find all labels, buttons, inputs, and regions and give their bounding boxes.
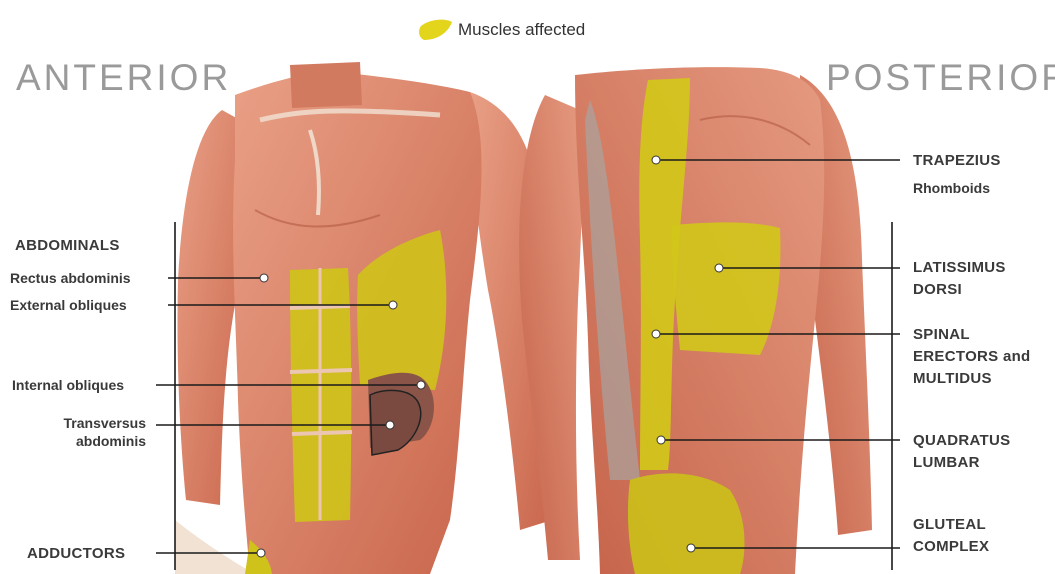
rhomboids-label: Rhomboids xyxy=(913,179,990,197)
quadratus-lumbar-label-line1: QUADRATUS xyxy=(913,432,1010,449)
rectus-abdominis-label: Rectus abdominis xyxy=(10,269,131,287)
legend-swatch xyxy=(419,20,452,40)
anterior-figure xyxy=(175,62,552,574)
transversus-label-line1: Transversus xyxy=(54,414,146,432)
trapezius-label: TRAPEZIUS xyxy=(913,152,1001,169)
anterior-neck xyxy=(290,62,362,108)
anterior-title: ANTERIOR xyxy=(16,57,231,99)
gluteal-complex-highlight xyxy=(628,473,745,574)
spinal-erectors-label-line1: SPINAL xyxy=(913,326,970,343)
posterior-figure xyxy=(519,67,872,574)
quadratus-lumbar-label-line2: LUMBAR xyxy=(913,454,980,471)
spinal-erectors-label-line3: MULTIDUS xyxy=(913,370,992,387)
legend-label: Muscles affected xyxy=(458,20,585,40)
gluteal-complex-label-line2: COMPLEX xyxy=(913,538,989,555)
latissimus-label-line1: LATISSIMUS xyxy=(913,259,1006,276)
latissimus-label-line2: DORSI xyxy=(913,281,962,298)
internal-obliques-label: Internal obliques xyxy=(12,376,124,394)
posterior-title: POSTERIOR xyxy=(826,57,1055,99)
adductors-label: ADDUCTORS xyxy=(27,545,125,562)
gluteal-complex-label-line1: GLUTEAL xyxy=(913,516,986,533)
abdominals-heading: ABDOMINALS xyxy=(15,237,120,254)
external-obliques-label: External obliques xyxy=(10,296,127,314)
latissimus-dorsi-highlight xyxy=(672,222,780,355)
spinal-erectors-label-line2: ERECTORS and xyxy=(913,348,1031,365)
transversus-label-line2: abdominis xyxy=(54,432,146,450)
